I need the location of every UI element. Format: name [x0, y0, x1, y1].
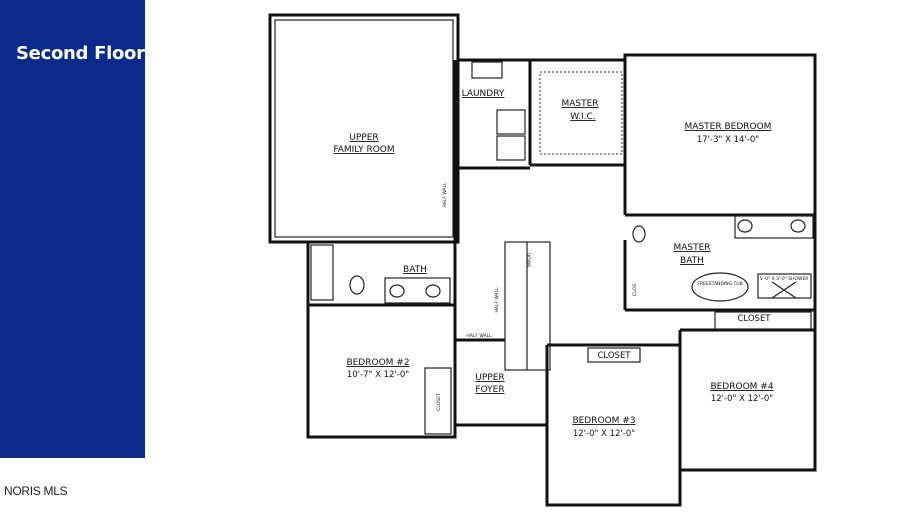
plan-label: MASTER BEDROOM	[685, 122, 772, 132]
plan-label: CLOS	[632, 284, 638, 296]
plan-label: HALF WALL	[466, 333, 492, 339]
plan-label: CLOSET	[597, 351, 631, 361]
fixtures	[310, 61, 814, 304]
plan-label: BEDROOM #3	[572, 416, 635, 426]
plan-label: 12'-0" X 12'-0"	[711, 394, 773, 404]
plan-label: 17'-3" X 14'-0"	[697, 135, 759, 145]
sidebar-panel: Second Floor	[0, 0, 145, 458]
plan-label: MASTER	[561, 99, 598, 109]
page-title: Second Floor	[16, 43, 145, 64]
plan-label: 12'-0" X 12'-0"	[573, 429, 635, 439]
plan-label: BEDROOM #4	[710, 382, 773, 392]
plan-label: FOYER	[475, 385, 504, 395]
plan-label: UPPER	[475, 373, 504, 383]
room-labels: UPPER FAMILY ROOM LAUNDRY MASTER W.I.C. …	[333, 89, 808, 439]
plan-label: DOWN	[525, 253, 531, 268]
walls	[268, 13, 817, 507]
plan-label: LAUNDRY	[462, 89, 505, 99]
stairs	[504, 241, 551, 371]
plan-label: 5'-0" X 3'-0" SHOWER	[760, 276, 809, 282]
plan-label: W.I.C.	[570, 112, 595, 122]
plan-label: UPPER	[349, 133, 378, 143]
plan-label: CLOSET	[737, 314, 771, 324]
plan-label: MASTER	[673, 243, 710, 253]
plan-label: 10'-7" X 12'-0"	[347, 370, 409, 380]
plan-label: HALF WALL	[494, 287, 500, 313]
plan-label: FREESTANDING TUB	[697, 281, 742, 287]
plan-label: BEDROOM #2	[346, 358, 409, 368]
plan-label: BATH	[403, 265, 427, 275]
plan-label: FAMILY ROOM	[333, 145, 394, 155]
plan-label: CLOSET	[436, 393, 442, 411]
mls-watermark: NORIS MLS	[4, 484, 68, 498]
plan-label: BATH	[680, 256, 704, 266]
plan-label: HALF WALL	[442, 182, 448, 208]
